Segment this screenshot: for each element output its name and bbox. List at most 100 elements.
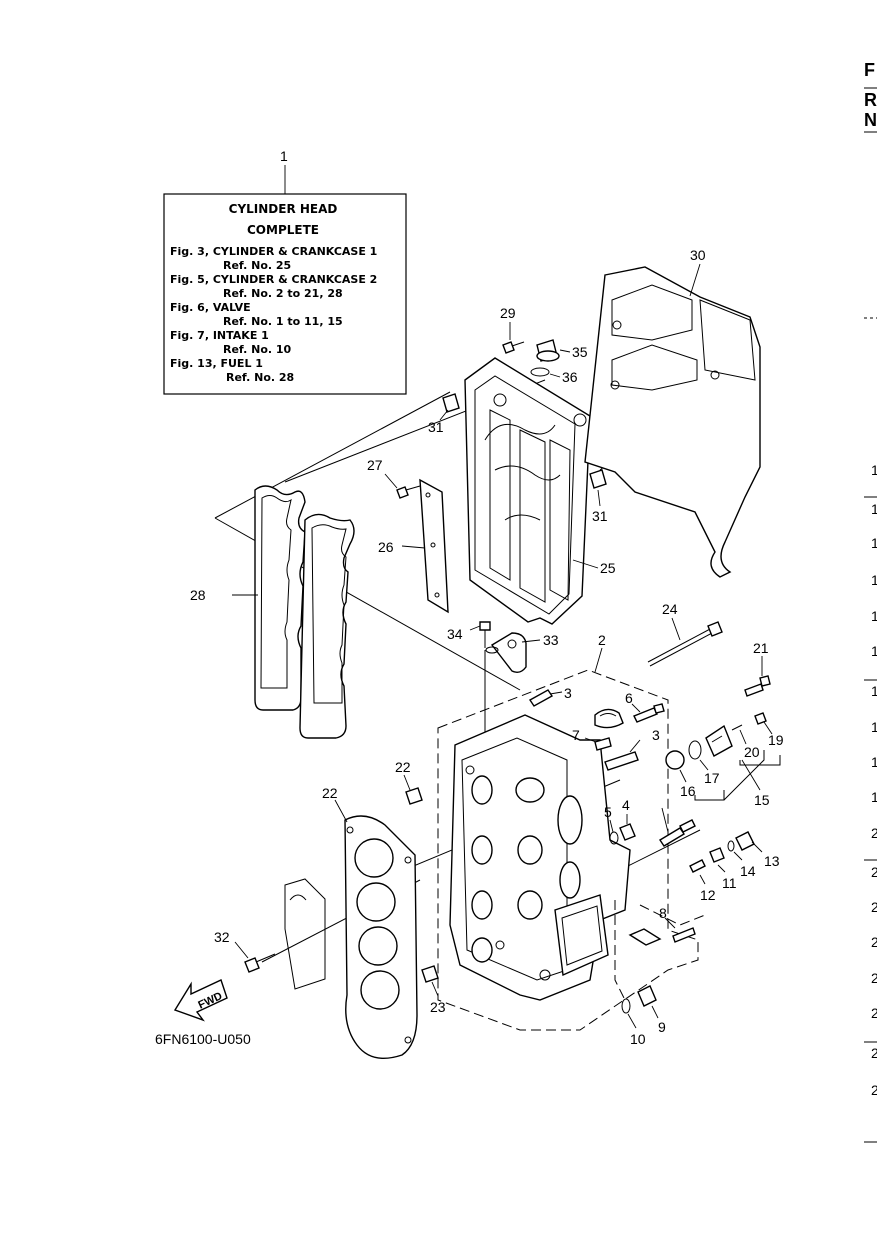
bolt-20: 21 xyxy=(744,640,771,697)
edge-row: 1 xyxy=(871,572,877,588)
info-box-line: Ref. No. 10 xyxy=(223,343,292,356)
cover-plate: 26 27 xyxy=(367,457,449,614)
callout-28: 28 xyxy=(190,587,206,603)
edge-row: 1 xyxy=(871,754,877,770)
head-outline: 2 xyxy=(437,632,699,1031)
callout-5: 5 xyxy=(604,804,612,820)
callout-33: 34 xyxy=(447,626,463,642)
pin-7: 7 xyxy=(572,727,612,751)
edge-header-f: F xyxy=(864,60,875,80)
callout-11: 11 xyxy=(722,875,737,891)
edge-row: 2 xyxy=(871,899,877,915)
info-box-line: Fig. 5, CYLINDER & CRANKCASE 2 xyxy=(170,273,377,286)
callout-3: 3 xyxy=(652,727,660,743)
callout-34: 35 xyxy=(572,344,588,360)
edge-row: 2 xyxy=(871,864,877,880)
edge-row: 1 xyxy=(871,462,877,478)
edge-row: 2 xyxy=(871,1045,877,1061)
fwd-arrow: FWD xyxy=(173,979,228,1022)
callout-1: 1 xyxy=(280,148,288,164)
info-box-title-2: COMPLETE xyxy=(247,223,319,237)
edge-row: 1 xyxy=(871,501,877,517)
cover-gasket: 28 xyxy=(190,485,355,739)
bolt-24: 32 xyxy=(214,929,276,973)
edge-row: 2 xyxy=(871,825,877,841)
edge-row: 2 xyxy=(871,1082,877,1098)
head-cover: 25 xyxy=(464,357,616,625)
callout-7: 7 xyxy=(572,727,580,743)
callout-8: 8 xyxy=(659,905,667,921)
cover-sensor-housing xyxy=(594,708,624,729)
edge-row: 1 xyxy=(871,535,877,551)
bracket-group: 34 33 xyxy=(447,621,559,674)
callout-24: 32 xyxy=(214,929,230,945)
info-box: 1 CYLINDER HEAD COMPLETE Fig. 3, CYLINDE… xyxy=(163,148,407,395)
edge-row: 1 xyxy=(871,608,877,624)
edge-row: 2 xyxy=(871,934,877,950)
bolt-8-group: 8 xyxy=(628,904,706,946)
edge-row: 1 xyxy=(871,643,877,659)
edge-row: 2 xyxy=(871,970,877,986)
callout-31: 31 xyxy=(592,508,608,524)
callout-20: 21 xyxy=(753,640,769,656)
thermostat-group: 16 17 20 19 15 xyxy=(665,712,784,808)
callout-15: 15 xyxy=(754,792,770,808)
crankcase-ghost xyxy=(284,878,326,990)
plug-9-group: 9 10 xyxy=(614,900,666,1047)
top-cover: 30 xyxy=(584,247,761,578)
callout-4: 4 xyxy=(622,797,630,813)
callout-13: 13 xyxy=(764,853,780,869)
callout-14: 14 xyxy=(740,863,756,879)
info-box-line: Ref. No. 1 to 11, 15 xyxy=(223,315,343,328)
callout-21: 22 xyxy=(322,785,338,801)
bolt-6: 6 xyxy=(625,690,665,723)
info-box-title-1: CYLINDER HEAD xyxy=(229,202,338,216)
callout-22: 22 xyxy=(395,759,411,775)
callout-18: 19 xyxy=(768,732,784,748)
callout-23: 24 xyxy=(662,601,678,617)
spark-plug-36 xyxy=(659,807,696,847)
callout-10: 10 xyxy=(630,1031,646,1047)
callout-12: 12 xyxy=(700,887,716,903)
grommet-right: 31 xyxy=(589,469,608,524)
edge-header-n: N xyxy=(864,110,877,130)
callout-31: 31 xyxy=(428,419,444,435)
callout-17: 17 xyxy=(704,770,720,786)
right-edge-text: F R N 1 1 1 1 1 1 1 1 1 1 2 2 2 2 2 2 2 … xyxy=(864,60,877,1143)
edge-row: 1 xyxy=(871,719,877,735)
info-box-line: Fig. 13, FUEL 1 xyxy=(170,357,263,370)
plug-3-upper: 3 xyxy=(528,685,572,707)
edge-header-r: R xyxy=(864,90,877,110)
info-box-line: Ref. No. 25 xyxy=(223,259,291,272)
callout-2: 2 xyxy=(598,632,606,648)
callout-29: 29 xyxy=(500,305,516,321)
washer-5: 5 xyxy=(604,804,619,845)
dowel-upper: 22 xyxy=(395,759,423,805)
diagram-code: 6FN6100-U050 xyxy=(155,1031,251,1047)
callout-16: 16 xyxy=(680,783,696,799)
plug-4: 4 xyxy=(619,797,636,841)
edge-row: 1 xyxy=(871,683,877,699)
info-box-line: Ref. No. 28 xyxy=(226,371,294,384)
callout-30: 30 xyxy=(690,247,706,263)
sensor-group: 12 11 14 13 xyxy=(689,831,780,903)
dowel-lower: 23 xyxy=(421,965,446,1015)
info-box-line: Ref. No. 2 to 21, 28 xyxy=(223,287,343,300)
callout-27: 27 xyxy=(367,457,383,473)
callout-25: 25 xyxy=(600,560,616,576)
info-box-line: Fig. 6, VALVE xyxy=(170,301,251,314)
callout-22: 23 xyxy=(430,999,446,1015)
grommet-left: 31 xyxy=(428,393,460,435)
callout-9: 9 xyxy=(658,1019,666,1035)
head-gasket: 22 xyxy=(322,785,418,1059)
callout-19: 20 xyxy=(744,744,760,760)
oil-cap-group: 29 35 36 xyxy=(500,305,588,385)
edge-row: 2 xyxy=(871,1005,877,1021)
info-box-line: Fig. 7, INTAKE 1 xyxy=(170,329,269,342)
cylinder-head xyxy=(449,714,631,1001)
edge-row: 1 xyxy=(871,789,877,805)
info-box-line: Fig. 3, CYLINDER & CRANKCASE 1 xyxy=(170,245,377,258)
callout-35: 36 xyxy=(562,369,578,385)
long-bolt: 24 xyxy=(647,601,723,667)
